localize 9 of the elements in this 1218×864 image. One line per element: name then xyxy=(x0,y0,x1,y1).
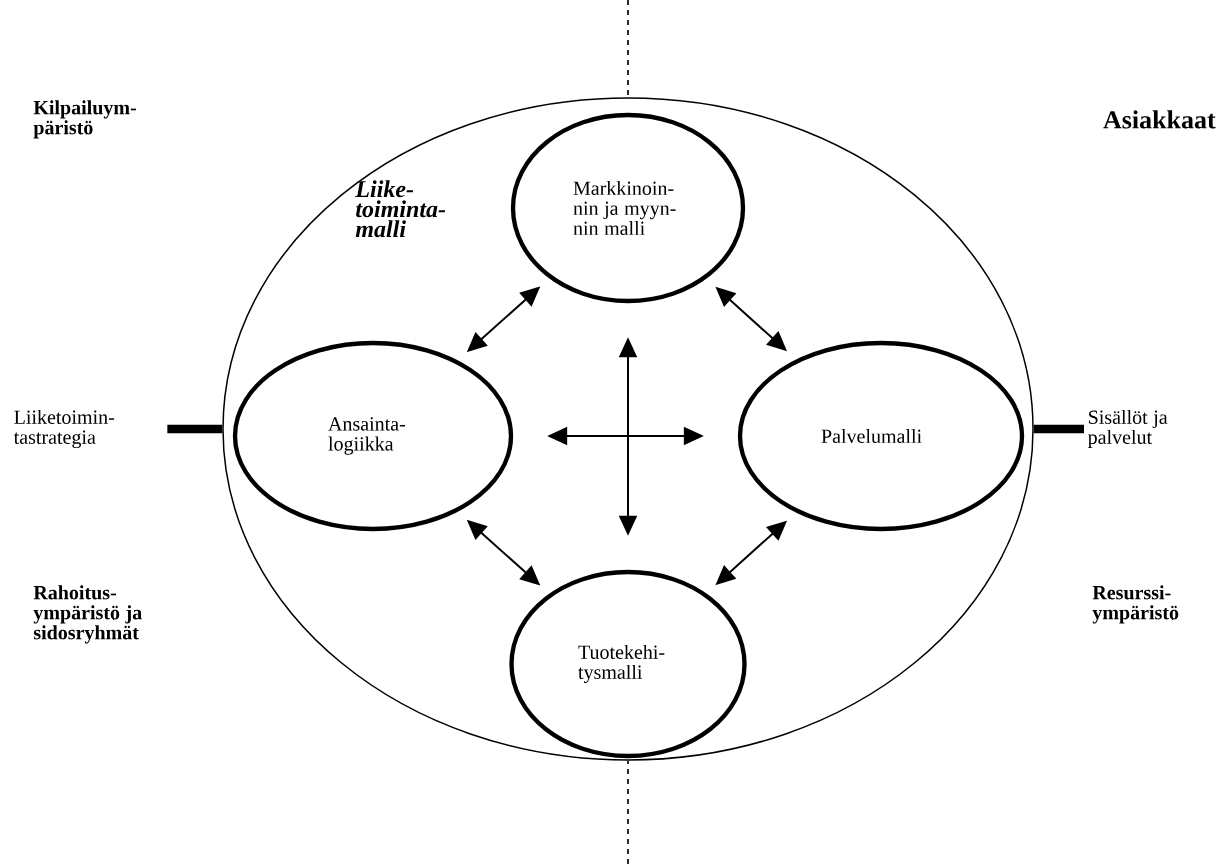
connector-bar xyxy=(167,424,223,434)
region-label: Asiakkaat xyxy=(1103,110,1216,129)
connector-bar xyxy=(1033,424,1084,434)
region-label: Resurssi- ympäristö xyxy=(1092,585,1179,624)
dashed-line xyxy=(627,759,629,864)
region-label: Kilpailuym- päristö xyxy=(33,100,136,139)
side-text: Sisällöt ja palvelut xyxy=(1088,409,1168,449)
side-text: Liiketoimin- tastrategia xyxy=(13,409,115,449)
region-label: Rahoitus- ympäristö ja sidosryhmät xyxy=(33,585,142,644)
